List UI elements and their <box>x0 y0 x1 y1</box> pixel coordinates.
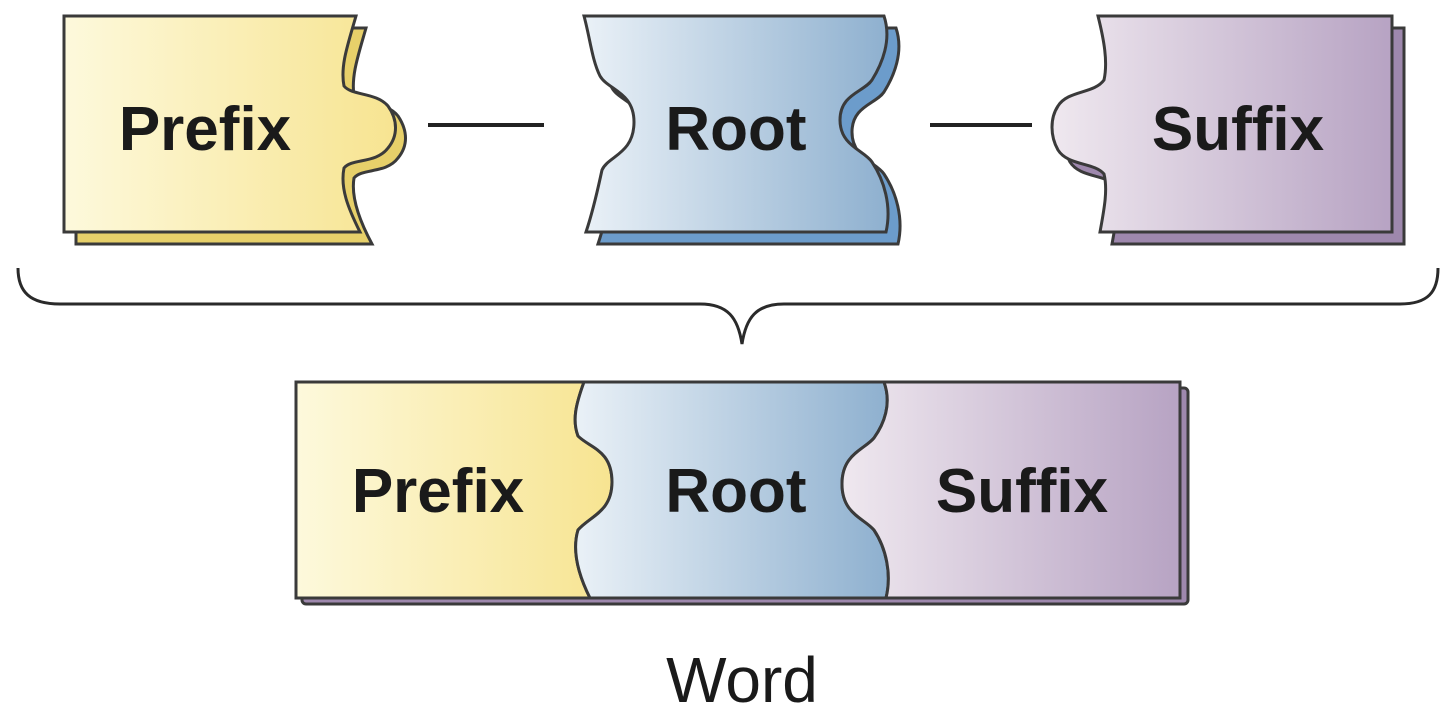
word-prefix-label: Prefix <box>352 457 525 526</box>
word-suffix-label: Suffix <box>936 457 1109 526</box>
word-suffix-piece: Suffix <box>840 380 1182 600</box>
word-caption: Word <box>666 644 818 710</box>
root-piece: Root <box>582 14 902 246</box>
prefix-label: Prefix <box>119 95 292 164</box>
word-root-piece: Root <box>573 380 890 600</box>
prefix-piece: Prefix <box>62 14 407 246</box>
root-label: Root <box>665 95 806 164</box>
suffix-label: Suffix <box>1152 95 1325 164</box>
word-prefix-piece: Prefix <box>294 380 614 600</box>
word-root-label: Root <box>665 457 806 526</box>
suffix-piece: Suffix <box>1050 14 1406 246</box>
grouping-brace <box>16 267 1440 345</box>
assembled-word: Prefix Root Suffix <box>294 380 1190 606</box>
